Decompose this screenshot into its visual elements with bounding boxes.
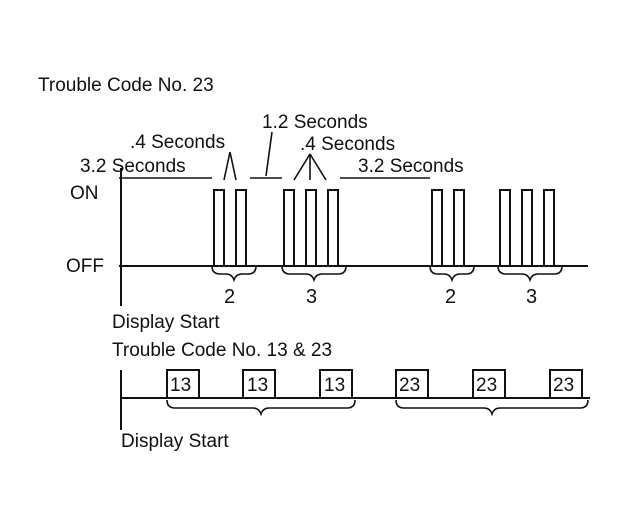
pulse <box>235 189 247 267</box>
pulse <box>499 189 511 267</box>
code-box <box>395 369 429 399</box>
pulse <box>283 189 295 267</box>
diagram-title: Trouble Code No. 23 <box>38 75 214 96</box>
pulse <box>327 189 339 267</box>
pulse <box>431 189 443 267</box>
pulse-train <box>213 189 555 267</box>
timing-lines <box>119 168 588 306</box>
group-count-label: 2 <box>224 286 235 308</box>
pause-label-left: 3.2 Seconds <box>80 156 186 177</box>
brace-13 <box>166 399 356 417</box>
display-start-label-bottom: Display Start <box>121 431 229 452</box>
code-box-label: 13 <box>324 375 345 396</box>
pulse <box>543 189 555 267</box>
gap-label-short-1: .4 Seconds <box>130 132 225 153</box>
code-box <box>549 369 583 399</box>
off-label: OFF <box>66 256 104 277</box>
group-count-label: 3 <box>306 286 317 308</box>
code-box <box>166 369 200 399</box>
display-start-label-top: Display Start <box>112 312 220 333</box>
pause-label-right: 3.2 Seconds <box>358 156 464 177</box>
group-count-label: 3 <box>526 286 537 308</box>
gap-label-group: 1.2 Seconds <box>262 112 368 133</box>
code-box <box>472 369 506 399</box>
pulse <box>453 189 465 267</box>
code-box-label: 13 <box>247 375 268 396</box>
code-box-label: 23 <box>399 375 420 396</box>
pulse <box>305 189 317 267</box>
gap-label-short-2: .4 Seconds <box>300 134 395 155</box>
group-braces <box>211 265 563 283</box>
second-diagram-title: Trouble Code No. 13 & 23 <box>112 340 332 361</box>
on-label: ON <box>70 183 99 204</box>
pulse <box>213 189 225 267</box>
annotation-arrows <box>223 131 327 181</box>
code-box-label: 23 <box>553 375 574 396</box>
code-box-label: 23 <box>476 375 497 396</box>
brace-23 <box>395 399 589 417</box>
code-box-label: 13 <box>170 375 191 396</box>
group-count-label: 2 <box>445 286 456 308</box>
pulse <box>521 189 533 267</box>
code-sequence: 13 13 13 23 23 23 <box>120 369 590 430</box>
code-box <box>319 369 353 399</box>
code-box <box>242 369 276 399</box>
